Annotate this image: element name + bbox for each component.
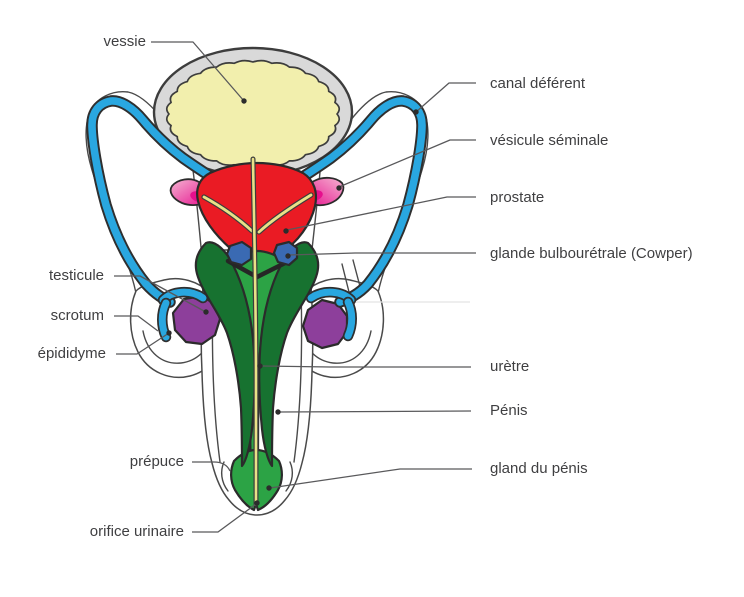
label-penis: Pénis [490,402,528,419]
label-vesicule-seminale: vésicule séminale [490,132,608,149]
label-glande-bulbouretrale: glande bulbourétrale (Cowper) [490,245,693,262]
leader-canal-deferent [415,82,476,113]
leader-scrotum [114,315,159,332]
labels: vessie canal déférent vésicule séminale … [38,33,693,540]
label-testicule: testicule [49,267,104,284]
label-vessie: vessie [103,33,146,50]
dot-gland-du-penis [266,485,272,491]
cowper-gland-left [225,240,253,267]
leader-prostate [286,196,476,231]
bladder-interior [165,59,341,169]
label-scrotum: scrotum [51,307,104,324]
leader-prepuce [192,461,231,472]
penis-bodies [194,159,320,512]
label-uretre: urètre [490,358,529,375]
prepuce-fold-right [285,461,294,492]
corpus-cavernosum-right [258,241,320,468]
dot-prostate [283,228,289,234]
leader-testicule [114,275,205,312]
leader-penis [278,410,472,413]
dot-vesicule-seminale [336,185,342,191]
bladder [152,46,354,178]
corpus-cavernosum-left [194,241,256,468]
testicle-right [301,298,349,350]
label-prostate: prostate [490,189,544,206]
dot-vessie [241,98,247,104]
dot-epididyme [166,330,172,336]
label-canal-deferent: canal déférent [490,75,586,92]
testicles [171,294,349,350]
leader-vessie [151,41,245,102]
leader-gland-du-penis [269,468,472,489]
label-prepuce: prépuce [130,453,184,470]
label-epididyme: épididyme [38,345,106,362]
cowper-glands [225,240,299,267]
leader-vesicule-seminale [338,139,476,188]
leader-uretre [261,365,471,368]
leader-epididyme [116,332,170,355]
epididymis-left-strip [162,303,166,337]
dot-canal-deferent [413,109,419,115]
leader-orifice-urinaire [192,503,257,533]
epididymis-right-strip [348,302,352,336]
leader-cowper [288,252,476,256]
dot-penis [275,409,281,415]
leader-lines [114,41,476,533]
dot-uretre [257,363,263,369]
dot-orifice-urinaire [254,500,260,506]
dot-testicule [203,309,209,315]
dot-cowper [285,253,291,259]
cowper-gland-right [272,240,299,267]
label-orifice-urinaire: orifice urinaire [90,523,184,540]
label-gland-du-penis: gland du pénis [490,460,588,477]
